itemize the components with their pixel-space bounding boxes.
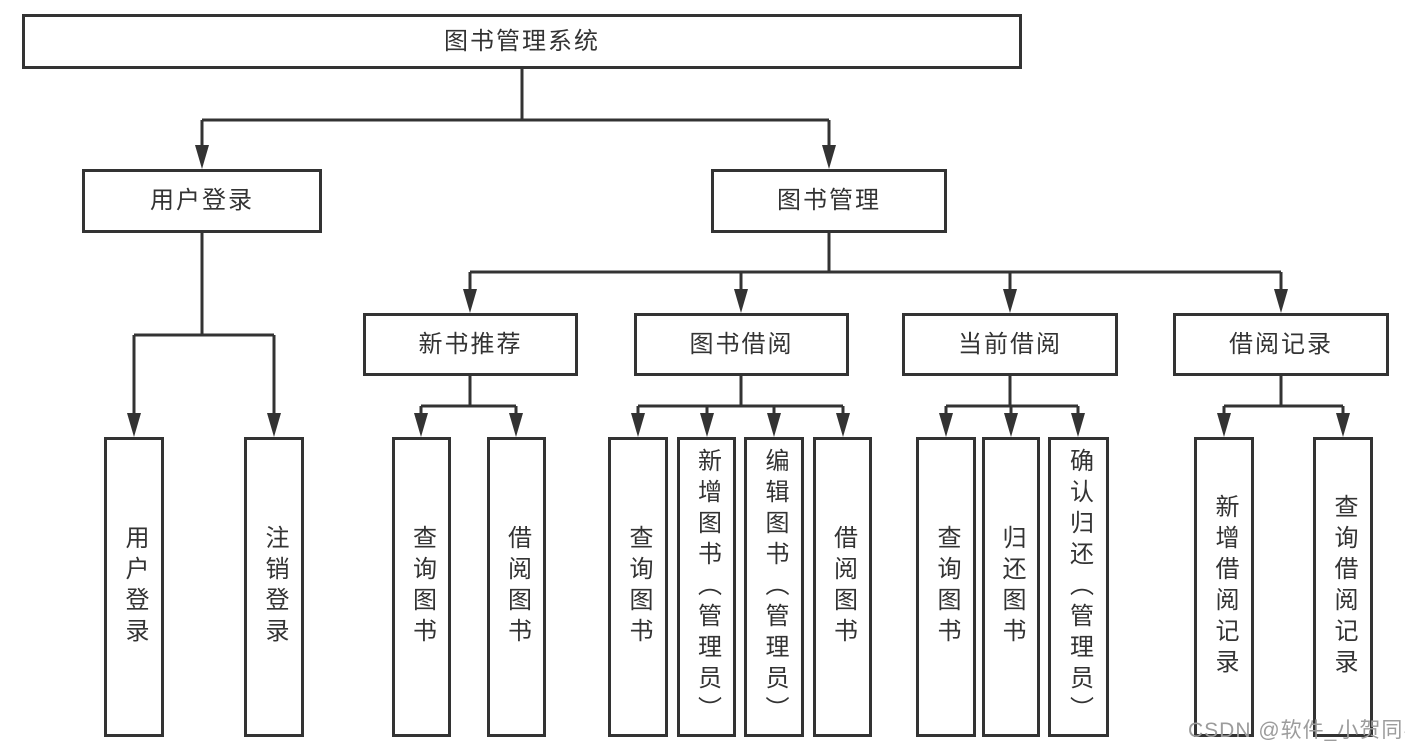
- node-label: 借阅图书: [829, 525, 857, 649]
- node-current-return-books: 归还图书: [982, 437, 1040, 737]
- node-recommend-query-books: 查询图书: [392, 437, 451, 737]
- node-book-borrowing: 图书借阅: [634, 313, 849, 376]
- node-label: 新书推荐: [418, 330, 523, 358]
- node-label: 用户登录: [121, 525, 148, 649]
- node-label: 用户登录: [150, 187, 254, 214]
- node-label: 图书管理系统: [444, 27, 600, 55]
- connector-paths: [132, 69, 1345, 415]
- node-label: 查询图书: [625, 525, 652, 649]
- node-borrowing-borrow-books: 借阅图书: [813, 437, 872, 737]
- node-label: 借阅记录: [1229, 330, 1333, 358]
- node-borrowing-query-books: 查询图书: [608, 437, 668, 737]
- node-label: 新增图书（管理员）: [693, 447, 721, 727]
- node-login-logout: 注销登录: [244, 437, 304, 737]
- node-label: 图书管理: [777, 187, 881, 214]
- node-current-borrowing: 当前借阅: [902, 313, 1118, 376]
- node-records-add-borrow-record: 新增借阅记录: [1194, 437, 1254, 737]
- node-label: 借阅图书: [503, 525, 531, 649]
- node-label: 归还图书: [998, 525, 1025, 649]
- node-library-management-system: 图书管理系统: [22, 14, 1022, 69]
- node-borrowing-add-books-admin: 新增图书（管理员）: [677, 437, 736, 737]
- node-current-confirm-return-admin: 确认归还（管理员）: [1048, 437, 1109, 737]
- node-label: 查询借阅记录: [1330, 494, 1357, 680]
- node-label: 编辑图书（管理员）: [761, 447, 788, 727]
- node-current-query-books: 查询图书: [916, 437, 976, 737]
- node-label: 新增借阅记录: [1211, 494, 1238, 680]
- node-label: 查询图书: [933, 525, 960, 649]
- node-label: 确认归还（管理员）: [1065, 447, 1093, 727]
- node-records-query-borrow-record: 查询借阅记录: [1313, 437, 1373, 737]
- node-borrowing-edit-books-admin: 编辑图书（管理员）: [744, 437, 804, 737]
- node-label: 注销登录: [261, 525, 288, 649]
- node-new-book-recommendation: 新书推荐: [363, 313, 578, 376]
- node-label: 查询图书: [408, 525, 436, 649]
- csdn-watermark: CSDN @软件_小贺同学: [1188, 719, 1405, 742]
- node-borrowing-records: 借阅记录: [1173, 313, 1389, 376]
- node-label: 当前借阅: [958, 330, 1062, 358]
- node-recommend-borrow-books: 借阅图书: [487, 437, 546, 737]
- node-label: 图书借阅: [689, 330, 794, 358]
- arrowheads: [127, 145, 1350, 437]
- node-book-management: 图书管理: [711, 169, 947, 233]
- node-user-login: 用户登录: [82, 169, 322, 233]
- node-login-user-login: 用户登录: [104, 437, 164, 737]
